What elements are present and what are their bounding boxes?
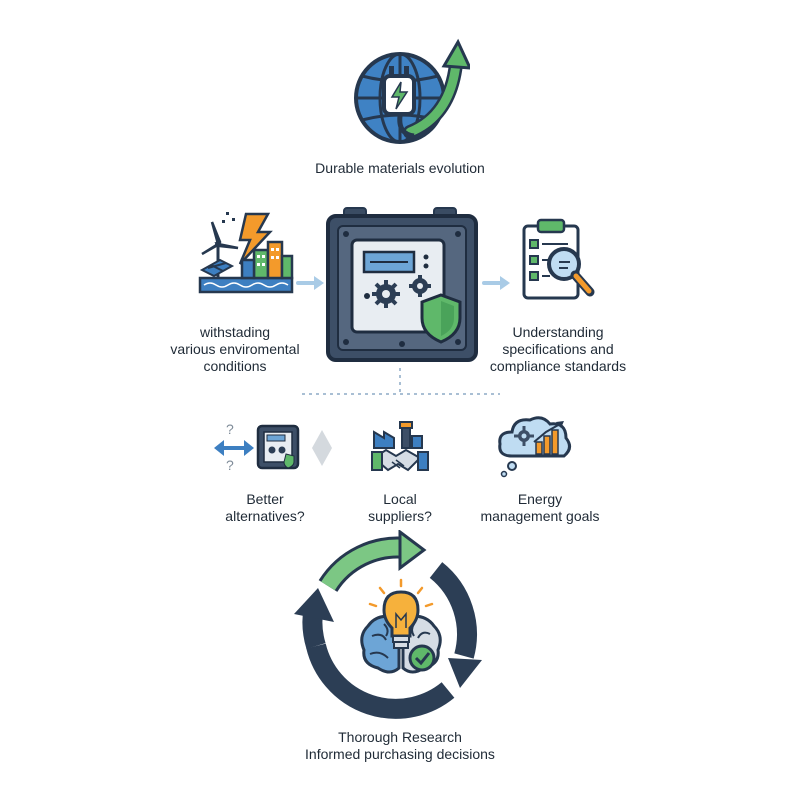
factory-handshake-icon bbox=[370, 418, 432, 476]
arrow-right-icon bbox=[296, 274, 326, 292]
right-compliance-label: Understanding specifications and complia… bbox=[489, 324, 627, 374]
renewable-energy-icon bbox=[196, 208, 296, 300]
checklist-magnifier-icon bbox=[520, 218, 596, 304]
svg-text:?: ? bbox=[226, 457, 234, 473]
question-label-suppliers: Local suppliers? bbox=[368, 491, 432, 524]
top-label: Durable materials evolution bbox=[315, 160, 485, 176]
arrow-right-icon bbox=[482, 274, 512, 292]
svg-text:?: ? bbox=[226, 421, 234, 437]
cycle-arrows-icon bbox=[288, 530, 498, 720]
bottom-label: Thorough Research Informed purchasing de… bbox=[305, 729, 495, 762]
lightbulb-brain-icon bbox=[356, 578, 446, 678]
shield-check-icon bbox=[418, 292, 464, 344]
globe-plug-icon bbox=[340, 36, 470, 146]
swap-arrows-icon: ? ? bbox=[212, 418, 336, 476]
question-label-alternatives: Better alternatives? bbox=[225, 491, 305, 524]
dotted-connector bbox=[296, 366, 506, 400]
left-condition-label: withstading various enviromental conditi… bbox=[170, 324, 300, 374]
thought-cloud-chart-icon bbox=[494, 412, 574, 482]
question-label-energy: Energy management goals bbox=[480, 491, 600, 524]
